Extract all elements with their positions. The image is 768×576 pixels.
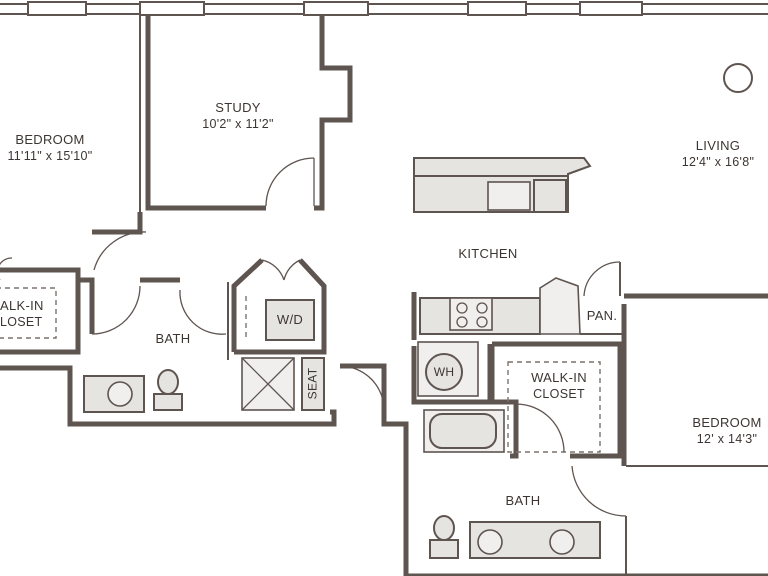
walkin-closet-left-label: ALK-IN LOSET [0,297,44,331]
sink-basin-icon [549,529,575,555]
kitchen [411,157,624,340]
study-label: STUDY 10'2" x 11'2" [188,99,288,133]
pantry-label: PAN. [580,307,624,324]
window [139,1,205,16]
room-name: BATH [155,331,191,346]
room-dimensions: 12'4" x 16'8" [681,155,755,169]
bedroom-left-label: BEDROOM 11'11" x 15'10" [0,131,100,165]
window [579,1,643,16]
bedroom-right-label: BEDROOM 12' x 14'3" [686,414,768,448]
bath-right-label: BATH [496,492,550,509]
room-name: PAN. [586,308,618,323]
bathtub-basin [429,413,497,449]
kitchen-label: KITCHEN [448,245,528,262]
walkin-closet-right-label: WALK-IN CLOSET [518,369,600,403]
room-name-line2: CLOSET [533,387,585,401]
bath-left-label: BATH [146,330,200,347]
window [467,1,527,16]
bath-left-walls [0,277,337,427]
water-heater [425,353,463,391]
room-dimensions: 12' x 14'3" [696,432,758,446]
room-name: BEDROOM [15,132,85,147]
room-name: KITCHEN [458,246,518,261]
room-name: ALK-IN [0,298,44,313]
room-name: WH [433,365,455,379]
toilet-bowl-icon [429,539,459,559]
room-name: BEDROOM [692,415,762,430]
right-walls [339,293,768,576]
toilet-tank-icon [433,515,455,541]
window [27,1,87,16]
washer-dryer [265,299,315,341]
sink-icon [487,181,531,211]
room-dimensions: 11'11" x 15'10" [7,149,93,163]
dishwasher [533,179,567,213]
room-name: W/D [276,312,304,327]
room-dimensions: 10'2" x 11'2" [202,117,274,131]
room-name: WALK-IN [531,370,587,385]
room-name: BATH [505,493,541,508]
wd-closet [231,258,327,355]
wd-label: W/D [266,311,314,328]
toilet-bowl-icon [153,393,183,411]
seat-bench [301,357,325,411]
seat-label: SEAT [305,364,322,404]
living-label: LIVING 12'4" x 16'8" [668,137,768,171]
room-name: STUDY [215,100,261,115]
ceiling-light-icon [723,63,753,93]
window [303,1,369,16]
refrigerator [539,277,581,335]
room-name: LIVING [695,138,741,153]
sink-basin-icon [107,381,133,407]
water-heater-label: WH [424,364,464,381]
study-walls [139,14,353,232]
room-name: SEAT [305,367,320,400]
sink-basin-icon [477,529,503,555]
bedroom-left-walls [0,212,147,355]
exterior-walls [0,1,768,16]
toilet-tank-icon [157,369,179,395]
room-name-line2: LOSET [0,315,43,329]
